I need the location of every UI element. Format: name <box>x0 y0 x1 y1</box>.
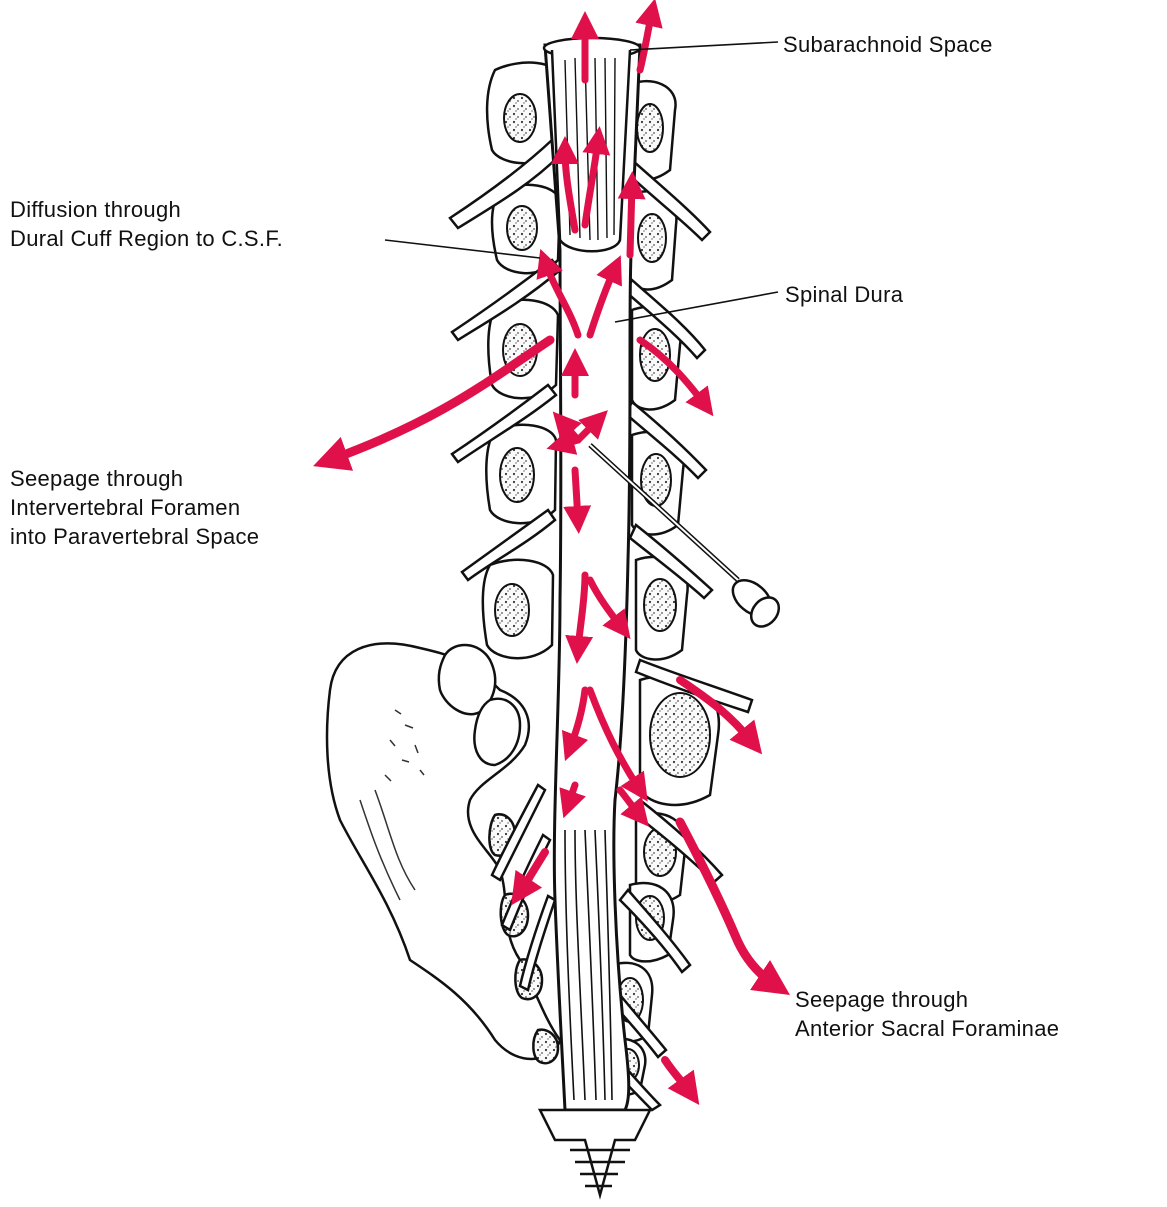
arrow-sacral <box>680 822 775 985</box>
label-seepage-sacral: Seepage through Anterior Sacral Foramina… <box>795 985 1059 1043</box>
label-line: Diffusion through <box>10 195 283 224</box>
label-line: Dural Cuff Region to C.S.F. <box>10 224 283 253</box>
label-diffusion-dural-cuff: Diffusion through Dural Cuff Region to C… <box>10 195 283 253</box>
arrow-up <box>640 12 652 70</box>
label-line: into Paravertebral Space <box>10 522 259 551</box>
label-subarachnoid-space: Subarachnoid Space <box>783 30 993 59</box>
label-line: Intervertebral Foramen <box>10 493 259 522</box>
pelvis-ilium <box>327 643 560 1063</box>
arrow-sacral <box>665 1060 690 1092</box>
coccyx <box>540 1110 650 1195</box>
label-line: Anterior Sacral Foraminae <box>795 1014 1059 1043</box>
leader-subarachnoid <box>630 42 778 50</box>
arrow-down <box>575 470 578 520</box>
label-spinal-dura: Spinal Dura <box>785 280 903 309</box>
label-line: Seepage through <box>795 985 1059 1014</box>
label-line: Seepage through <box>10 464 259 493</box>
label-seepage-intervertebral: Seepage through Intervertebral Foramen i… <box>10 464 259 551</box>
arrow-up <box>630 185 632 255</box>
